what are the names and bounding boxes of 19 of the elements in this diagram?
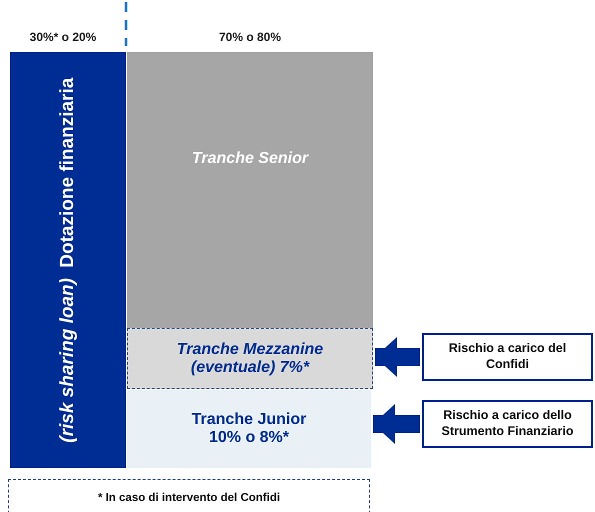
tranche-block <box>127 328 373 389</box>
risk-box <box>422 333 593 381</box>
vertical-subheading: (risk sharing loan) <box>57 278 79 442</box>
tranche-block <box>127 390 371 468</box>
block-label: Tranche Junior 10% o 8%* <box>190 411 308 447</box>
block-label: * In caso di intervento del Confidi <box>98 492 280 504</box>
percentage-label: 70% o 80% <box>218 30 282 44</box>
block-label: Tranche Mezzanine (eventuale) 7%* <box>176 340 324 376</box>
note-box <box>8 479 370 512</box>
percentage-label: 30%* o 20% <box>28 30 98 44</box>
block-arrow <box>375 337 420 377</box>
block-label: Tranche Senior <box>192 150 308 168</box>
block-label: Rischio a carico del Confidi <box>448 341 568 373</box>
tranche-block <box>127 52 373 328</box>
funding-bar <box>10 52 126 468</box>
vertical-heading: Dotazione finanziaria <box>57 78 79 268</box>
block-arrow <box>373 404 420 444</box>
block-label: Rischio a carico dello Strumento Finanziario <box>440 408 574 440</box>
risk-box <box>422 400 593 448</box>
